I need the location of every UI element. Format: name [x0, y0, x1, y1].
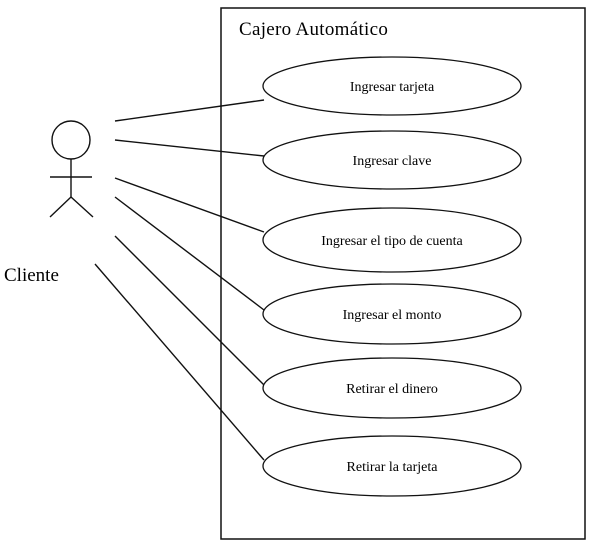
use-case-ellipse [262, 56, 522, 116]
use-case-label: Ingresar el monto [343, 308, 442, 323]
association-ingresar-monto [114, 196, 265, 311]
association-ingresar-clave [114, 139, 265, 157]
use-case-ellipse [262, 357, 522, 419]
use-case-label: Ingresar el tipo de cuenta [321, 234, 463, 249]
stick-figure-icon [49, 120, 94, 218]
use-case-ingresar-tipo-cuenta: Ingresar el tipo de cuenta [262, 207, 522, 273]
use-case-ingresar-tarjeta: Ingresar tarjeta [262, 56, 522, 116]
actor-cliente: Cliente [4, 120, 94, 286]
use-case-label: Retirar la tarjeta [347, 460, 439, 475]
association-retirar-dinero [114, 235, 265, 386]
system-title: Cajero Automático [239, 19, 388, 40]
use-case-ellipse [262, 130, 522, 190]
use-case-ellipse [262, 207, 522, 273]
actor-right-leg [70, 196, 94, 218]
association-lines [94, 99, 265, 461]
use-case-label: Ingresar clave [353, 154, 432, 169]
use-case-retirar-dinero: Retirar el dinero [262, 357, 522, 419]
actor-left-leg [49, 196, 72, 218]
association-retirar-tarjeta [94, 263, 265, 461]
use-case-label: Retirar el dinero [346, 382, 438, 397]
system-boundary [220, 7, 586, 540]
association-ingresar-tipo-cuenta [114, 177, 265, 233]
use-case-ingresar-monto: Ingresar el monto [262, 283, 522, 345]
use-case-ingresar-clave: Ingresar clave [262, 130, 522, 190]
use-case-ellipse [262, 435, 522, 497]
use-case-ellipse [262, 283, 522, 345]
association-ingresar-tarjeta [114, 99, 265, 122]
use-case-retirar-tarjeta: Retirar la tarjeta [262, 435, 522, 497]
actor-head [51, 120, 91, 160]
use-case-label: Ingresar tarjeta [350, 80, 435, 95]
actor-label: Cliente [4, 265, 59, 286]
